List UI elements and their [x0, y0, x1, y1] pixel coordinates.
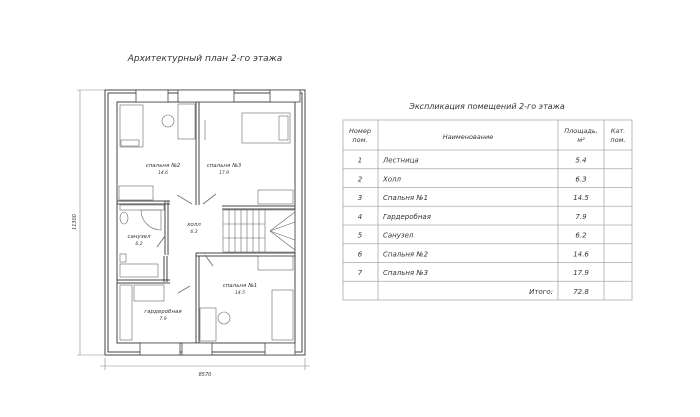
- dimension-height: 11300: [72, 214, 78, 230]
- total-label: Итого:: [529, 288, 553, 296]
- toilet-icon: [119, 211, 129, 225]
- shower-cabin: [140, 209, 162, 231]
- row-name: Спальня №3: [383, 269, 428, 277]
- furniture: [118, 103, 294, 342]
- row-number: 6: [358, 250, 363, 258]
- wardrobe-bedroom-3: [257, 189, 294, 205]
- row-number: 4: [358, 213, 362, 221]
- row-number: 2: [358, 175, 363, 183]
- row-number: 3: [358, 194, 362, 202]
- chair-bedroom-1: [217, 311, 231, 325]
- double-bed: [241, 112, 291, 144]
- room-label: спальня №1: [223, 283, 258, 289]
- total-value: 72.8: [573, 288, 589, 296]
- doors: [156, 193, 217, 294]
- room-label: спальня №2: [146, 163, 181, 169]
- row-area: 7.9: [575, 213, 587, 221]
- room-label: гардеробная: [144, 309, 182, 315]
- sink: [119, 253, 127, 263]
- row-area: 6.2: [575, 232, 587, 240]
- room-label: холл: [186, 222, 201, 228]
- row-area: 6.3: [575, 175, 586, 183]
- table-title: Экспликация помещений 2-го этажа: [408, 102, 565, 111]
- room-schedule-table: Номер пом. Наименование Площадь, м² Кат.…: [342, 119, 633, 301]
- room-label: спальня №3: [207, 163, 242, 169]
- header-category: Кат.: [611, 127, 625, 135]
- staircase: [222, 209, 296, 253]
- row-name: Гардеробная: [383, 213, 431, 221]
- header-number: пом.: [352, 136, 367, 144]
- room-label: санузел: [127, 234, 151, 240]
- desk-bedroom-1: [199, 307, 217, 342]
- plan-title: Архитектурный план 2-го этажа: [127, 54, 283, 64]
- wardrobe-shelves-2: [133, 284, 165, 302]
- row-number: 1: [358, 157, 362, 165]
- desk-bedroom-2: [177, 103, 196, 140]
- header-number: Номер: [349, 127, 371, 135]
- wardrobe-bedroom-1: [257, 255, 294, 271]
- wardrobe-bedroom-2: [118, 185, 154, 201]
- interior-walls: [117, 102, 295, 343]
- row-area: 17.9: [573, 269, 589, 277]
- inner-wall: [116, 101, 296, 344]
- dimension-width: 8570: [199, 372, 212, 378]
- dimension-lines: [77, 89, 310, 370]
- header-area: Площадь,: [564, 127, 598, 135]
- row-area: 14.5: [573, 194, 589, 202]
- room-area: 6.3: [190, 229, 197, 235]
- floor-plan: спальня №2 14.6 спальня №3 17.9 холл 6.3…: [72, 89, 310, 378]
- bed-bedroom-2: [119, 104, 144, 148]
- room-area: 7.9: [159, 316, 166, 322]
- row-name: Спальня №1: [383, 194, 428, 202]
- windows: [135, 89, 301, 356]
- room-area: 17.9: [219, 170, 229, 176]
- row-name: Лестница: [382, 157, 419, 165]
- row-number: 5: [358, 232, 363, 240]
- row-name: Холл: [382, 175, 402, 183]
- wardrobe-shelves-1: [119, 284, 133, 341]
- bed-bedroom-1: [271, 289, 294, 341]
- header-name: Наименование: [443, 133, 494, 141]
- room-area: 14.5: [235, 290, 245, 296]
- row-name: Спальня №2: [383, 250, 429, 258]
- header-area: м²: [577, 136, 585, 144]
- chair-bedroom-2: [161, 114, 175, 128]
- row-number: 7: [358, 269, 363, 277]
- header-category: пом.: [610, 136, 625, 144]
- row-area: 5.4: [575, 157, 586, 165]
- row-name: Санузел: [383, 232, 414, 240]
- room-area: 6.2: [135, 241, 142, 247]
- row-area: 14.6: [573, 250, 589, 258]
- room-area: 14.6: [158, 170, 168, 176]
- bathtub: [119, 263, 159, 278]
